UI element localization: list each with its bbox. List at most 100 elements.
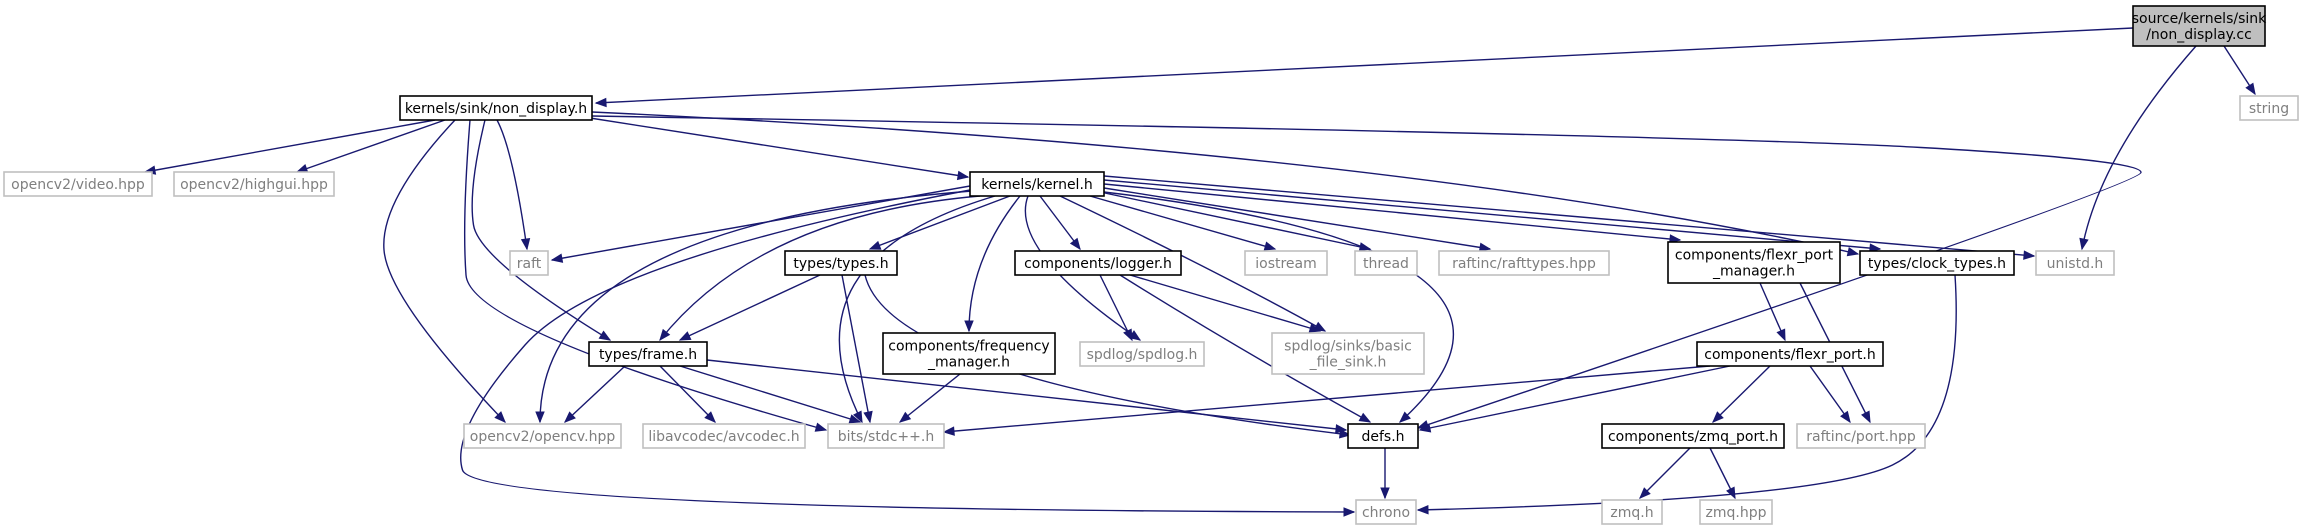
edge-types-h-to-frame-h xyxy=(678,274,821,341)
edge-types-h-to-stdcpp-h xyxy=(841,274,873,424)
node-thread: thread xyxy=(1354,250,1418,276)
arrowhead xyxy=(1339,429,1352,439)
node-box xyxy=(2035,250,2115,276)
node-rafttypes-hpp: raftinc/rafttypes.hpp xyxy=(1438,250,1610,276)
arrowhead xyxy=(1123,328,1133,342)
edge-frame-h-to-defs-h xyxy=(706,359,1348,434)
node-box xyxy=(1699,499,1773,525)
arrowhead xyxy=(853,410,863,424)
arrowhead xyxy=(2245,82,2256,96)
edge-flexr-port-h-to-defs-h xyxy=(1418,365,1731,433)
arrowhead xyxy=(942,426,955,436)
node-unistd-h: unistd.h xyxy=(2035,250,2115,276)
edge-kernel-h-to-logger-h xyxy=(1039,195,1081,251)
node-box xyxy=(3,171,153,197)
node-zmq-hpp: zmq.hpp xyxy=(1699,499,1773,525)
node-frame-h[interactable]: types/frame.h xyxy=(588,341,708,367)
node-box xyxy=(1014,250,1182,276)
node-box xyxy=(1079,341,1205,367)
arrowhead xyxy=(535,411,545,424)
node-label: /non_display.cc xyxy=(2146,27,2252,43)
edge-non-display-cc-to-non-display-h xyxy=(594,27,2134,108)
node-zmq-h: zmq.h xyxy=(1601,499,1663,525)
edge-logger-h-to-basic-file-sink-h xyxy=(1129,274,1322,333)
node-box xyxy=(463,423,622,449)
arrowhead xyxy=(1712,411,1724,423)
node-label: thread xyxy=(1363,256,1409,272)
edge-kernel-h-to-defs-h xyxy=(1103,191,1455,423)
node-box xyxy=(173,171,335,197)
node-box xyxy=(1859,250,2015,276)
node-box xyxy=(2132,5,2266,47)
node-label: components/flexr_port xyxy=(1675,248,1834,264)
edge-zmq-port-h-to-zmq-h xyxy=(1639,447,1691,499)
edge-kernel-h-to-thread xyxy=(1099,191,1372,252)
arrowhead xyxy=(598,330,612,341)
node-label: types/types.h xyxy=(793,256,888,272)
edges-layer xyxy=(143,27,2256,517)
node-string: string xyxy=(2239,95,2299,121)
node-label: raft xyxy=(517,256,542,272)
node-label: libavcodec/avcodec.h xyxy=(648,429,799,445)
node-label: source/kernels/sink xyxy=(2132,11,2267,27)
node-label: opencv2/video.hpp xyxy=(11,177,145,193)
edge-kernel-h-to-types-h xyxy=(868,195,1011,250)
arrowhead xyxy=(863,410,873,424)
node-box xyxy=(1667,241,1841,284)
node-label: opencv2/highgui.hpp xyxy=(180,177,328,193)
arrowhead xyxy=(1726,486,1736,500)
node-opencv-hpp: opencv2/opencv.hpp xyxy=(463,423,622,449)
node-label: components/frequency xyxy=(888,339,1049,355)
edge-flexr-port-h-to-port-hpp xyxy=(1809,365,1851,424)
node-label: _file_sink.h xyxy=(1309,355,1387,371)
node-label: components/zmq_port.h xyxy=(1608,429,1778,445)
arrowhead xyxy=(1335,424,1348,434)
edge-kernel-h-to-frequency-manager-h xyxy=(964,195,1021,333)
node-raft: raft xyxy=(509,250,549,276)
node-flexr-port-h[interactable]: components/flexr_port.h xyxy=(1696,341,1884,367)
edge-flexr-port-h-to-stdcpp-h xyxy=(942,365,1711,436)
node-box xyxy=(1354,250,1418,276)
node-label: zmq.h xyxy=(1610,505,1653,521)
node-label: raftinc/port.hpp xyxy=(1806,429,1916,445)
edge-non-display-h-to-opencv-hpp xyxy=(383,119,506,423)
arrowhead xyxy=(1418,423,1432,433)
edge-non-display-h-to-clock-types-h xyxy=(591,111,1860,257)
arrowhead xyxy=(1399,411,1411,423)
node-label: spdlog/sinks/basic xyxy=(1284,339,1412,355)
arrowhead xyxy=(848,414,862,424)
node-label: components/flexr_port.h xyxy=(1704,347,1875,363)
node-zmq-port-h[interactable]: components/zmq_port.h xyxy=(1601,423,1785,449)
node-types-h[interactable]: types/types.h xyxy=(784,250,898,276)
node-defs-h[interactable]: defs.h xyxy=(1347,423,1419,449)
edge-non-display-cc-to-unistd-h xyxy=(2079,45,2197,251)
arrowhead xyxy=(659,328,671,342)
node-box xyxy=(588,341,708,367)
node-non-display-cc[interactable]: source/kernels/sink/non_display.cc xyxy=(2132,5,2267,47)
node-logger-h[interactable]: components/logger.h xyxy=(1014,250,1182,276)
node-box xyxy=(1601,499,1663,525)
node-clock-types-h[interactable]: types/clock_types.h xyxy=(1859,250,2015,276)
node-box xyxy=(1438,250,1610,276)
node-flexr-port-manager-h[interactable]: components/flexr_port_manager.h xyxy=(1667,241,1841,284)
edge-frame-h-to-avcodec-h xyxy=(659,365,716,423)
arrowhead xyxy=(898,411,912,423)
arrowhead xyxy=(704,411,716,423)
edge-non-display-h-to-stdcpp-h xyxy=(463,119,828,432)
edge-non-display-h-to-highgui-hpp xyxy=(295,119,446,173)
node-kernel-h[interactable]: kernels/kernel.h xyxy=(969,171,1105,197)
arrowhead xyxy=(964,320,974,333)
node-box xyxy=(1244,250,1328,276)
node-frequency-manager-h[interactable]: components/frequency_manager.h xyxy=(882,332,1056,375)
node-non-display-h[interactable]: kernels/sink/non_display.h xyxy=(399,95,593,121)
edge-kernel-h-to-rafttypes-hpp xyxy=(1103,187,1492,253)
node-highgui-hpp: opencv2/highgui.hpp xyxy=(173,171,335,197)
edge-flexr-port-manager-h-to-flexr-port-h xyxy=(1759,282,1786,342)
edge-flexr-port-h-to-zmq-port-h xyxy=(1712,365,1771,423)
node-port-hpp: raftinc/port.hpp xyxy=(1796,423,1926,449)
edge-zmq-port-h-to-zmq-hpp xyxy=(1709,447,1736,500)
arrowhead xyxy=(1478,242,1492,253)
arrowhead xyxy=(1358,412,1372,423)
node-label: _manager.h xyxy=(1712,264,1795,280)
nodes-layer: source/kernels/sink/non_display.cckernel… xyxy=(3,5,2299,525)
